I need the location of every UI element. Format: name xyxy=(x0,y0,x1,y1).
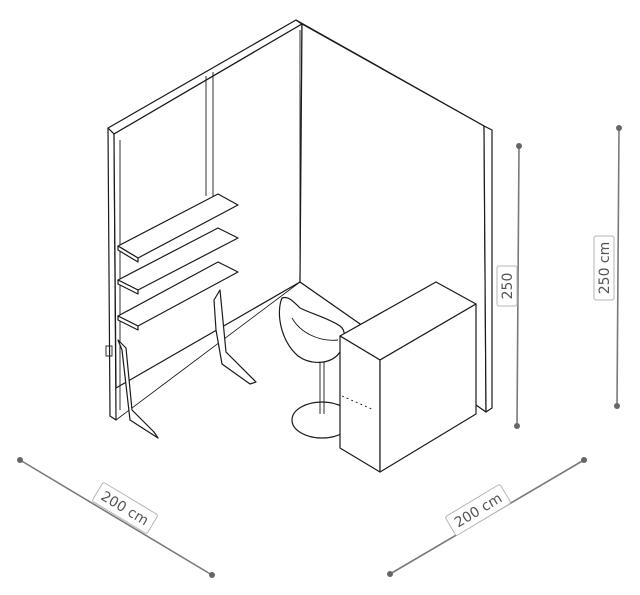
shelf-top-front xyxy=(117,245,139,263)
wall-socket xyxy=(105,345,113,357)
dimension-width: 200 cm xyxy=(17,457,215,578)
dimension-outer-height-bottom-dot xyxy=(614,403,620,409)
dimension-depth: 200 cm xyxy=(387,457,587,577)
shelf-leg-front xyxy=(117,339,159,439)
dimension-width-line xyxy=(19,459,213,576)
cabinet-left-face xyxy=(339,335,381,473)
shelf-bottom-front xyxy=(117,315,139,331)
shelf-middle-front xyxy=(117,279,139,295)
dimension-inner-height-bottom-dot xyxy=(514,423,520,429)
dimension-inner-height-label: 250 xyxy=(500,273,516,300)
dimension-width-end-dot xyxy=(209,572,215,578)
cabinet-front-face xyxy=(379,303,477,473)
dimension-width-label-box xyxy=(92,482,158,534)
dimension-depth-start-dot xyxy=(387,571,393,577)
dimension-outer-height-top-dot xyxy=(616,125,622,131)
dimension-depth-label-box xyxy=(445,484,511,536)
desk-cabinet xyxy=(339,281,477,473)
dimension-outer-height-label: 250 cm xyxy=(597,242,613,295)
dimension-outer-height-line xyxy=(616,127,620,407)
cabinet-dashed-line xyxy=(341,395,375,411)
dimension-outer-height: 250 cm xyxy=(593,125,622,409)
shelf-leg-back xyxy=(213,289,257,385)
dimension-width-start-dot xyxy=(17,457,23,463)
dimension-inner-height-line xyxy=(516,145,520,427)
dimension-depth-end-dot xyxy=(581,457,587,463)
dimension-inner-height-top-dot xyxy=(516,143,522,149)
right-wall-edge xyxy=(483,125,493,413)
chair-shell xyxy=(278,296,346,363)
dimension-inner-height-label-box xyxy=(496,265,518,307)
chair-shell-line xyxy=(291,317,339,341)
shelf-unit xyxy=(105,193,257,439)
dimension-inner-height: 250 xyxy=(496,143,522,429)
dimension-outer-height-label-box xyxy=(593,235,615,301)
floor-left-line xyxy=(115,281,301,421)
